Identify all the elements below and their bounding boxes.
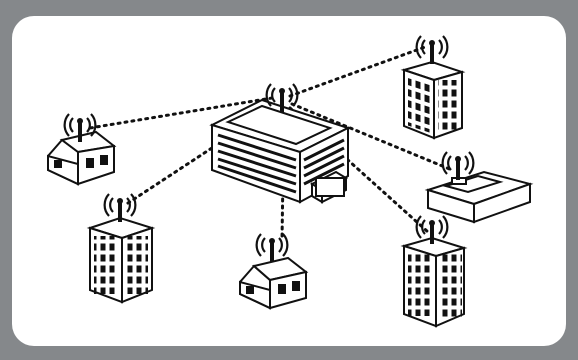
link-hub-tower-top-right [288,45,427,98]
tower-bottom-right-antenna-icon [415,214,449,246]
link-hub-low-building-right [290,102,454,172]
tower-bottom-right-building [400,214,468,328]
tower-bottom-left-building [86,192,156,304]
house-bottom-building [239,232,309,310]
house-left-building [47,112,117,186]
link-hub-house-left [88,96,274,130]
house-bottom-antenna-icon [255,232,289,264]
low-building-right [424,150,534,224]
tower-top-right-building [400,34,466,140]
tower-bottom-left-antenna-icon [103,192,137,224]
hub-office-building [209,82,351,204]
low-building-antenna-icon [441,150,475,182]
tower-top-right-antenna-icon [415,34,449,66]
